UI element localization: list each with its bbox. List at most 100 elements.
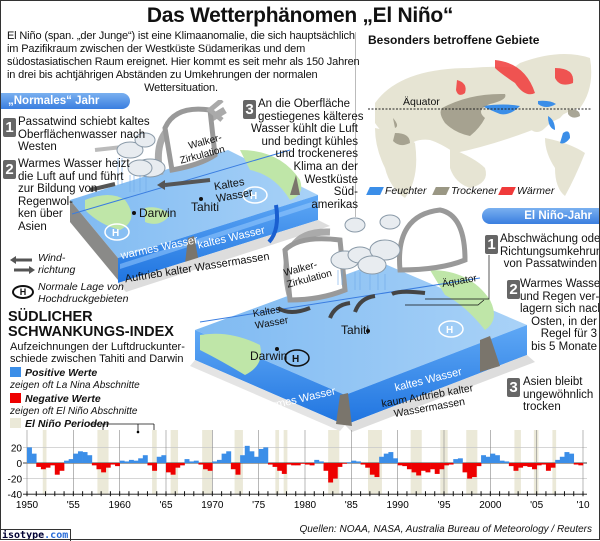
- soi-subtitle: Aufzeichnungen der Luftdruckunter-schied…: [10, 341, 185, 365]
- darwin-label: Darwin: [139, 206, 177, 220]
- soi-bar: [291, 463, 297, 466]
- soi-bar: [240, 455, 246, 463]
- y-tick-label: -40: [8, 490, 23, 501]
- step-line: Wasser kühlt die Luft: [251, 123, 358, 136]
- legend-swatch: [10, 418, 21, 428]
- soi-bar: [77, 451, 83, 463]
- soi-bar: [536, 463, 542, 466]
- soi-bar: [68, 459, 74, 463]
- legend-label: Trockener: [451, 185, 498, 197]
- soi-bar: [105, 463, 111, 468]
- step-line: von Passatwinden: [503, 258, 597, 271]
- map-title: Besonders betroffene Gebiete: [368, 33, 540, 47]
- soi-bar: [467, 463, 473, 479]
- subtitle-line: Aufzeichnungen der Luftdruckunter-: [10, 341, 185, 353]
- soi-bar: [115, 463, 120, 467]
- step-line: und bedingt kühles: [261, 135, 358, 148]
- isotype-logo[interactable]: isotype.com: [0, 529, 72, 541]
- soi-bar: [166, 463, 171, 473]
- soi-bar: [110, 463, 116, 465]
- soi-bar: [124, 461, 130, 463]
- intro-line: südostasiatischen Raum ereignet. Hier ko…: [7, 56, 360, 68]
- x-tick-label: '55: [67, 500, 80, 511]
- soi-bar: [504, 461, 510, 463]
- el-nino-period-band: [283, 430, 288, 495]
- soi-bar: [411, 463, 417, 473]
- soi-bar: [453, 459, 459, 463]
- soi-bar: [425, 463, 431, 473]
- intro-line: in drei bis achtjährigen Abständen zu Um…: [7, 69, 318, 81]
- x-tick-label: 1990: [387, 500, 410, 511]
- soi-bar: [305, 463, 310, 465]
- el-nino-period-band: [275, 430, 280, 495]
- soi-bar: [351, 460, 357, 463]
- soi-bar: [420, 463, 426, 471]
- soi-bar: [207, 463, 213, 471]
- soi-bar: [277, 463, 283, 471]
- soi-bar: [374, 463, 380, 478]
- step-line: Süd-: [333, 186, 358, 199]
- darwin-label: Darwin: [250, 349, 288, 363]
- soi-bar: [82, 452, 88, 463]
- intro-text: El Niño (span. „der Junge“) ist eine Kli…: [7, 30, 360, 95]
- tahiti-label: Tahiti: [191, 200, 220, 214]
- el-nino-period-band: [170, 430, 179, 495]
- soi-bar: [59, 463, 65, 471]
- page-title: Das Wetterphänomen „El Niño“: [146, 4, 454, 27]
- soi-bar: [564, 452, 570, 463]
- el-nino-period-band: [552, 430, 557, 495]
- soi-bar: [230, 463, 236, 470]
- soi-bar: [518, 463, 524, 468]
- normal-step-3: An die Oberfläche gestiegenes kälteres W…: [250, 98, 364, 211]
- step-line: Abschwächung oder: [500, 233, 600, 245]
- rain-cloud-icon: [116, 132, 166, 178]
- soi-bar: [332, 463, 338, 479]
- soi-bar: [128, 459, 134, 463]
- step-line: Regel für 3: [540, 328, 597, 341]
- soi-bar: [119, 460, 125, 463]
- soi-bar: [471, 463, 477, 478]
- soi-bar: [198, 463, 204, 465]
- soi-bar: [383, 453, 389, 463]
- soi-bar: [434, 463, 440, 474]
- el-nino-block: H H: [190, 207, 535, 432]
- wind-direction-icon: [10, 256, 35, 274]
- x-tick-label: 1980: [294, 500, 317, 511]
- ocean-diagrams: H H H H: [70, 100, 535, 432]
- legend-label: Negative Werte: [25, 393, 101, 405]
- soi-bar: [393, 458, 398, 463]
- el-nino-period-band: [42, 430, 47, 495]
- soi-bar: [346, 462, 352, 463]
- soi-bar: [532, 463, 537, 470]
- soi-bar: [101, 463, 107, 473]
- soi-bar: [476, 463, 482, 467]
- soi-bar: [138, 458, 144, 463]
- soi-bar: [54, 463, 60, 475]
- soi-bar: [545, 463, 551, 471]
- soi-bar: [323, 463, 329, 471]
- soi-bar: [522, 463, 528, 467]
- el-nino-period-band: [202, 430, 213, 495]
- step-line: gestiegenes kälteres: [258, 110, 364, 123]
- step-number: 2: [3, 160, 16, 179]
- soi-bar: [513, 463, 519, 471]
- soi-bar: [175, 463, 181, 468]
- soi-bar: [337, 463, 343, 467]
- soi-bar: [249, 451, 255, 463]
- soi-bar: [31, 453, 37, 463]
- soi-bar: [355, 461, 361, 463]
- legend-swatch: [10, 393, 21, 403]
- y-tick-label: -20: [8, 475, 23, 486]
- soi-bar: [263, 447, 269, 463]
- soi-bar: [342, 463, 347, 464]
- normal-year-heading: „Normales“ Jahr: [0, 93, 130, 109]
- x-tick-label: 2000: [479, 500, 502, 511]
- x-tick-label: '95: [437, 500, 450, 511]
- soi-bar: [281, 463, 287, 474]
- soi-bar: [314, 459, 320, 463]
- step-line: und trockeneres: [275, 148, 358, 161]
- soi-bar: [156, 456, 162, 463]
- soi-bar: [360, 463, 366, 465]
- soi-bar: [457, 458, 463, 463]
